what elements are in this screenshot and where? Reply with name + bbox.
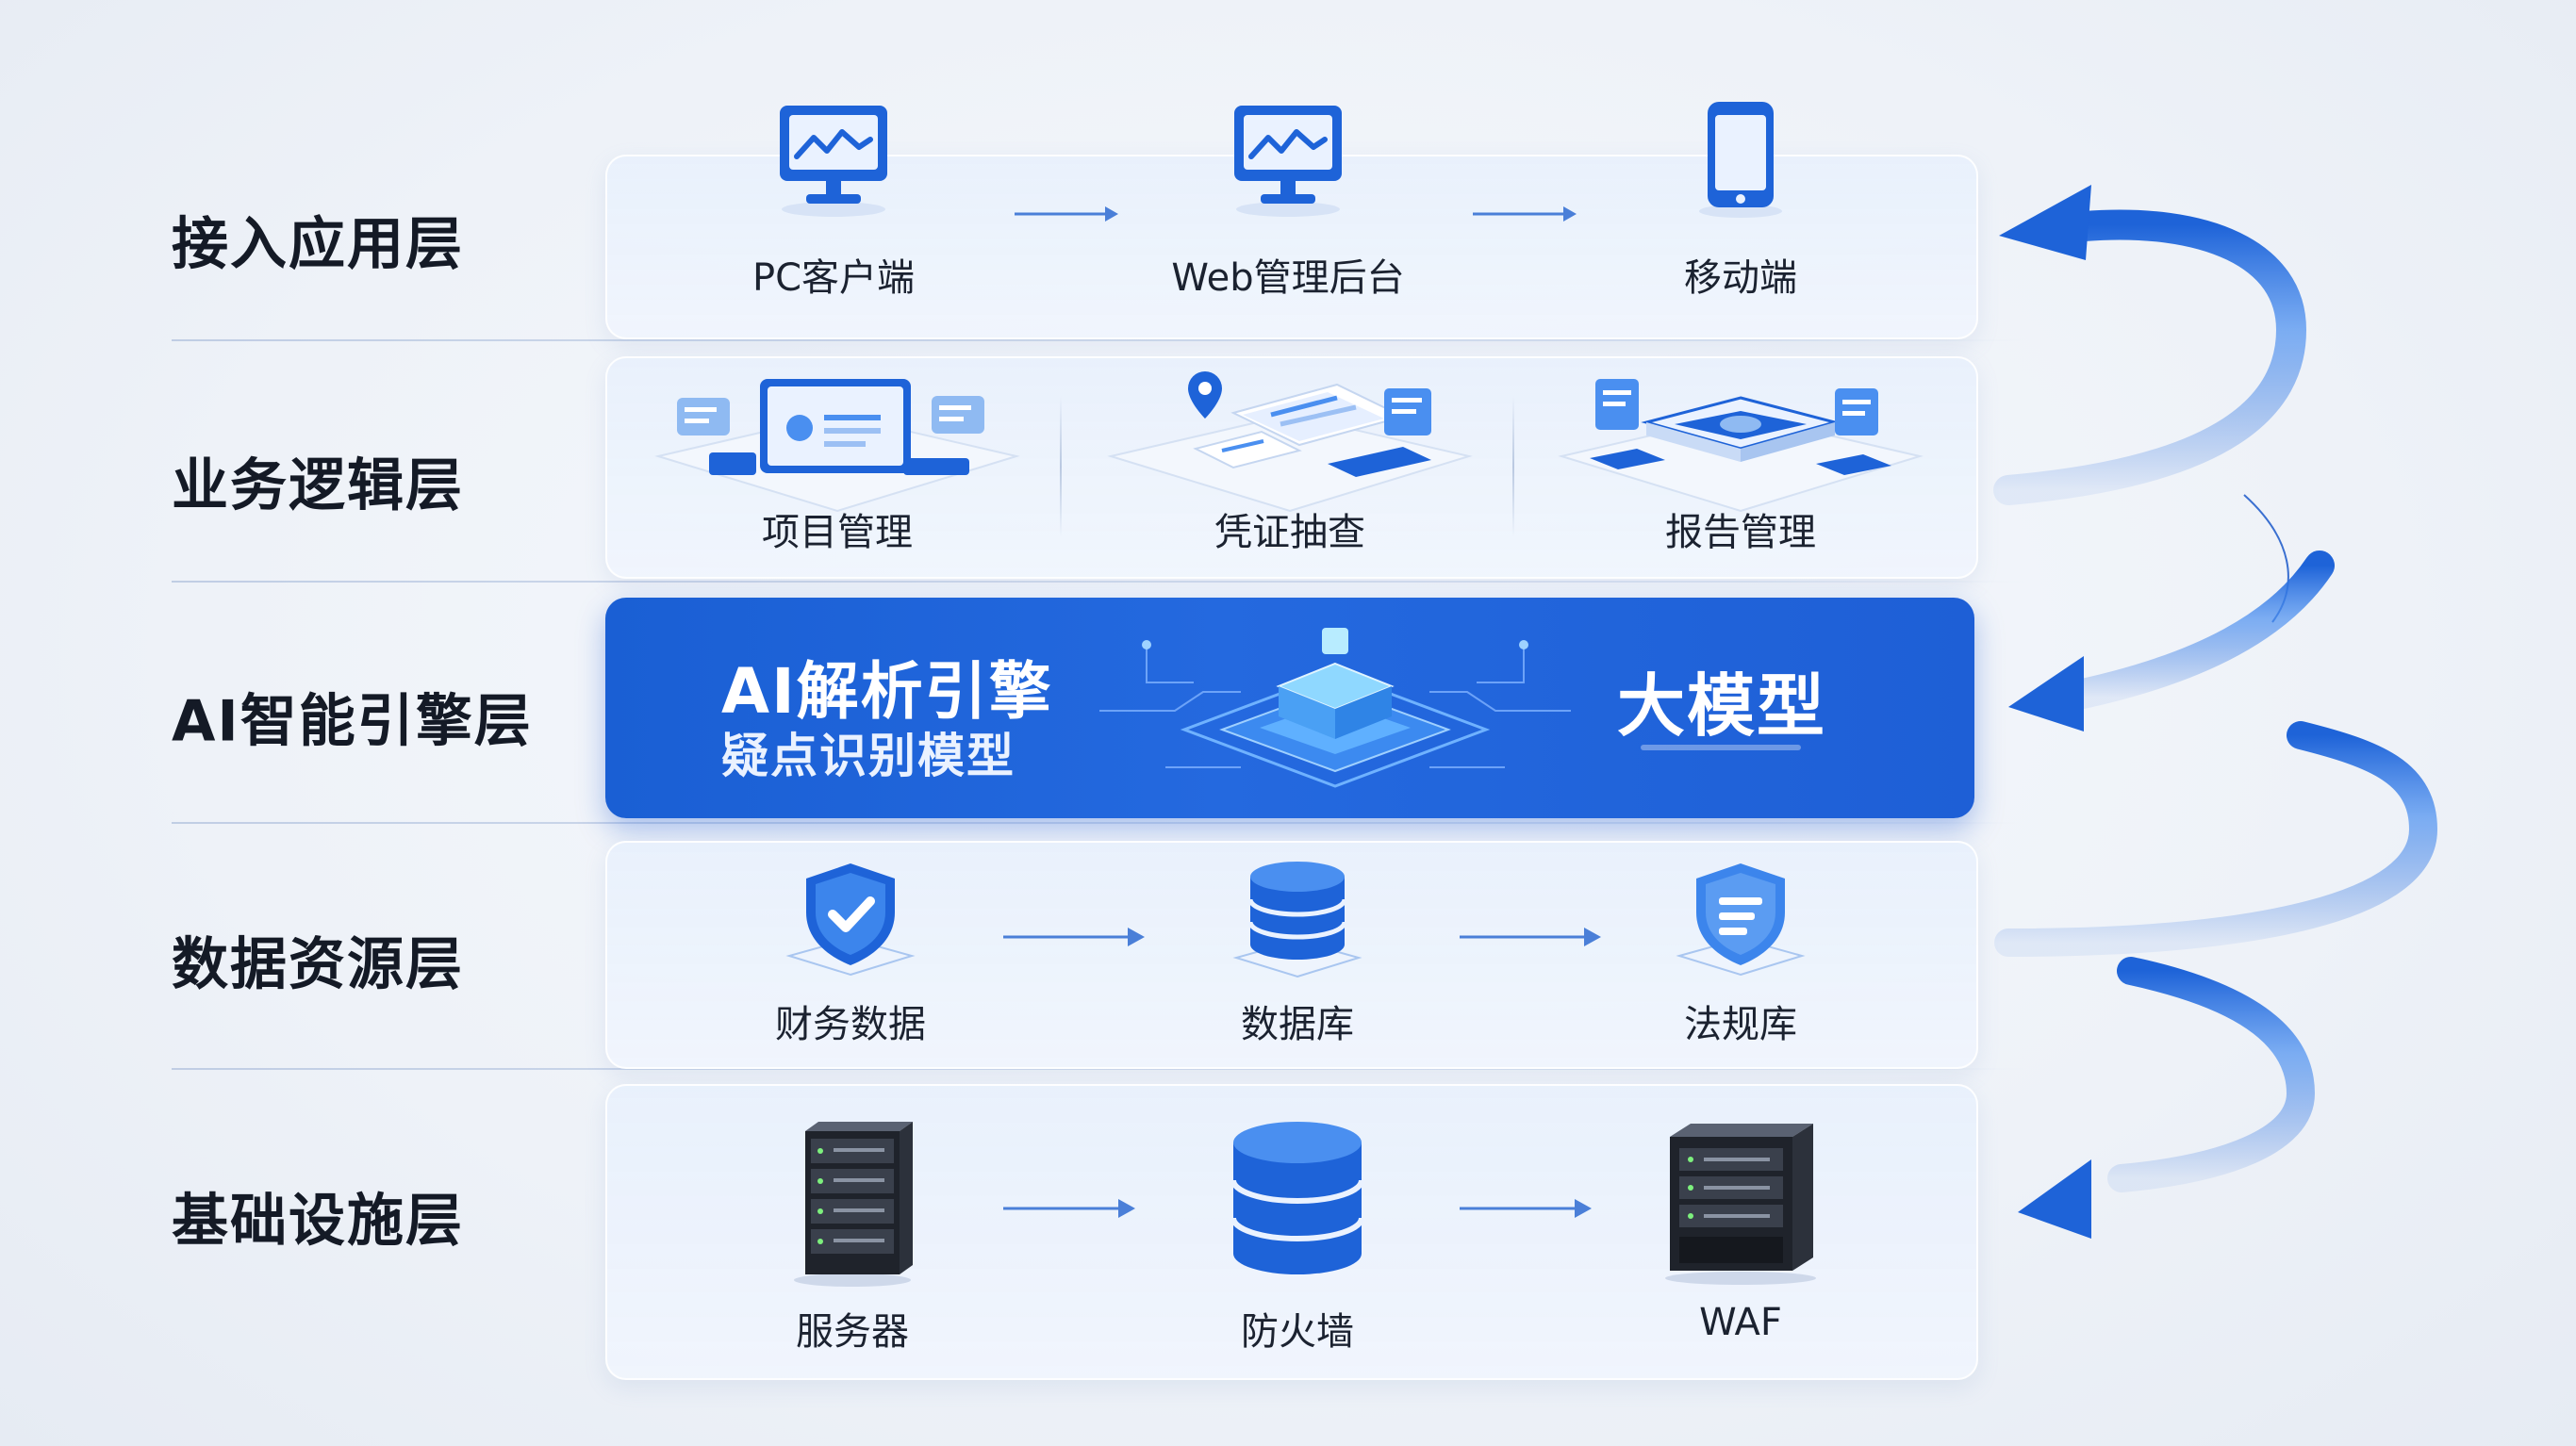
ai-chip-platform-icon	[1099, 628, 1571, 788]
layer-label-data: 数据资源层	[172, 931, 464, 998]
item-label: PC客户端	[751, 256, 916, 300]
data-item-finance[interactable]: 财务数据	[681, 858, 1020, 1046]
layer-label-business: 业务逻辑层	[172, 452, 464, 519]
divider	[172, 1068, 2024, 1070]
item-label: 财务数据	[775, 1003, 926, 1046]
infra-item-firewall[interactable]: 防火墙	[1128, 1118, 1467, 1354]
item-label: 法规库	[1684, 1003, 1797, 1046]
item-label: 数据库	[1241, 1003, 1354, 1046]
separator	[1512, 396, 1514, 537]
monitor-icon	[780, 106, 887, 217]
voucher-check-icon	[1107, 371, 1473, 513]
access-item-web[interactable]: Web管理后台	[1118, 98, 1458, 300]
item-label: 服务器	[796, 1310, 909, 1354]
server-rack-icon	[794, 1122, 913, 1287]
report-platform-icon	[1558, 379, 1924, 513]
item-label: Web管理后台	[1171, 256, 1405, 300]
ai-engine-subtitle: 疑点识别模型	[721, 729, 1016, 783]
arrow-right-icon	[1460, 928, 1601, 946]
item-label: 移动端	[1684, 256, 1797, 300]
item-label: 项目管理	[762, 511, 913, 554]
project-dashboard-icon	[654, 379, 1020, 513]
business-item-report[interactable]: 报告管理	[1558, 370, 1924, 558]
divider	[172, 822, 2024, 824]
layer-label-infra: 基础设施层	[172, 1188, 464, 1255]
document-shield-icon	[1676, 863, 1806, 977]
infra-item-server[interactable]: 服务器	[683, 1118, 1022, 1354]
arrow-right-icon	[1003, 1199, 1135, 1218]
layer-label-ai: AI智能引擎层	[172, 688, 533, 755]
separator	[1060, 396, 1062, 537]
ai-model-label: 大模型	[1617, 666, 1827, 746]
arrow-right-icon	[1460, 1199, 1592, 1218]
database-cylinder-icon	[1230, 1122, 1364, 1274]
item-label: WAF	[1699, 1301, 1782, 1344]
data-item-regulation[interactable]: 法规库	[1571, 858, 1910, 1046]
item-label: 报告管理	[1665, 511, 1816, 554]
business-item-project[interactable]: 项目管理	[654, 370, 1020, 558]
arrow-right-icon	[1473, 206, 1577, 222]
access-item-pc[interactable]: PC客户端	[664, 98, 1003, 300]
firewall-appliance-icon	[1665, 1124, 1816, 1285]
monitor-icon	[1234, 106, 1342, 217]
layer-label-access: 接入应用层	[172, 211, 464, 278]
mobile-phone-icon	[1699, 102, 1782, 218]
infra-item-waf[interactable]: WAF	[1571, 1118, 1910, 1354]
divider	[172, 339, 2024, 341]
flow-arrows-icon	[1993, 185, 2438, 1239]
arrow-right-icon	[1015, 206, 1118, 222]
item-label: 防火墙	[1241, 1310, 1354, 1354]
data-item-database[interactable]: 数据库	[1128, 858, 1467, 1046]
database-icon	[1232, 862, 1362, 978]
model-underline	[1641, 745, 1801, 750]
business-item-voucher[interactable]: 凭证抽查	[1107, 370, 1473, 558]
divider	[172, 581, 2024, 583]
access-item-mobile[interactable]: 移动端	[1571, 98, 1910, 300]
item-label: 凭证抽查	[1214, 511, 1365, 554]
shield-check-icon	[785, 863, 916, 977]
ai-engine-title: AI解析引擎	[721, 655, 1053, 728]
arrow-right-icon	[1003, 928, 1145, 946]
